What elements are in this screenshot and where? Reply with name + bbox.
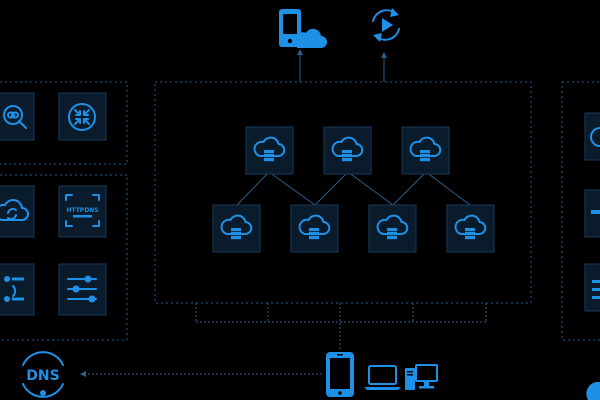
server-cloud-tile bbox=[245, 126, 294, 175]
httpdns-label: HTTPDNS bbox=[66, 207, 98, 214]
server-cloud-tile bbox=[212, 204, 261, 253]
server-mesh-lines bbox=[236, 171, 471, 206]
right-panel bbox=[561, 81, 600, 341]
toggle-list-icon bbox=[4, 276, 24, 302]
desktop-icon bbox=[405, 364, 438, 390]
dns-globe-icon: DNS bbox=[22, 351, 64, 398]
httpdns-badge-icon: HTTPDNS bbox=[65, 194, 100, 227]
smartphone-icon bbox=[326, 352, 354, 397]
bar-icon bbox=[591, 210, 600, 214]
device-connectors bbox=[195, 303, 487, 350]
search-link-icon bbox=[3, 105, 27, 129]
user-icon bbox=[586, 381, 600, 400]
right-tile-3 bbox=[584, 263, 600, 312]
globe-icon bbox=[590, 127, 600, 147]
server-cloud-tile bbox=[446, 204, 495, 253]
left-bottom-panel bbox=[0, 174, 128, 341]
tile-cloud-sync bbox=[0, 185, 35, 238]
list-icon bbox=[592, 280, 600, 283]
server-cloud-tile bbox=[401, 126, 450, 175]
server-cloud-tile bbox=[290, 204, 339, 253]
sliders-icon bbox=[67, 275, 97, 303]
mobile-cloud-icon bbox=[279, 9, 327, 48]
center-cluster-panel bbox=[154, 81, 532, 304]
server-cloud-tile bbox=[323, 126, 372, 175]
right-tile-1 bbox=[584, 112, 600, 161]
laptop-icon bbox=[364, 365, 401, 390]
compress-arrows-icon bbox=[68, 103, 96, 131]
refresh-play-icon bbox=[372, 8, 400, 42]
tile-compress bbox=[58, 92, 107, 141]
cloud-sync-icon bbox=[0, 199, 29, 221]
dns-label: DNS bbox=[26, 368, 59, 384]
server-cloud-tile bbox=[368, 204, 417, 253]
tile-toggle-list bbox=[0, 263, 35, 316]
